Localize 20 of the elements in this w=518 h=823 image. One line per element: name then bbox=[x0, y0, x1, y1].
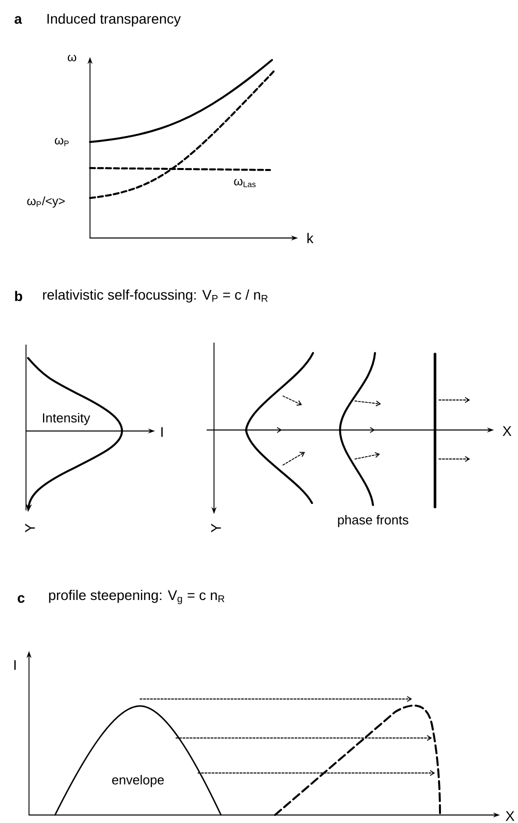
panel-title: Induced transparency bbox=[47, 13, 181, 27]
axis-label: I bbox=[161, 427, 163, 437]
axis-label: Y bbox=[25, 524, 35, 532]
axis-label: k bbox=[307, 232, 314, 244]
axis-label: Y bbox=[211, 524, 221, 532]
curve-label: ω$_{P}$ bbox=[54, 138, 69, 146]
curve-label: envelope bbox=[112, 774, 164, 788]
panel-title: profile steepening: V$_{g}$ = c n$_{R}$ bbox=[49, 590, 224, 604]
panel-title: relativistic self-focussing: V$_{P}$ = c / n$_{R}$ bbox=[43, 289, 268, 303]
curve-label: ω$_{Las}$ bbox=[234, 178, 256, 188]
panel-letter: b bbox=[15, 290, 22, 302]
axis-label: I bbox=[14, 660, 16, 670]
curve-label: Intensity bbox=[43, 412, 90, 426]
curve-label: phase fronts bbox=[338, 514, 408, 528]
axis-label: ω bbox=[68, 54, 76, 62]
axis-label: X bbox=[506, 811, 514, 821]
panel-letter: c bbox=[18, 595, 25, 603]
panel-letter: a bbox=[14, 16, 22, 24]
curve-label: ω$_{P}$/<y> bbox=[27, 196, 65, 208]
axis-label: X bbox=[502, 426, 512, 436]
